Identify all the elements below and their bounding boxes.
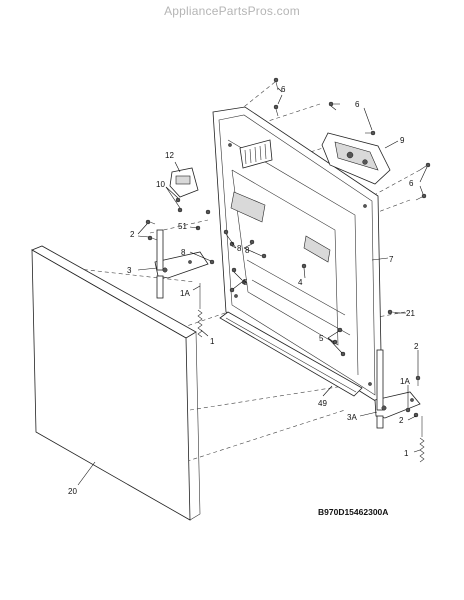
callout-2: 2: [414, 342, 419, 351]
screw-icon: [365, 130, 376, 136]
callout-1: 1: [210, 337, 215, 346]
screw-icon: [415, 375, 421, 386]
screw-icon: [273, 104, 279, 117]
screw-icon: [415, 193, 427, 201]
screw-icon: [405, 407, 411, 413]
left-hinge: [154, 229, 209, 299]
callout-8: 8: [237, 244, 242, 253]
screw-icon: [273, 77, 279, 91]
callout-1a: 1A: [180, 289, 190, 298]
callout-8: 8: [181, 248, 186, 257]
callout-3: 3: [127, 266, 132, 275]
callout-1a: 1A: [400, 377, 410, 386]
screw-icon: [387, 309, 401, 315]
left-spring: [197, 283, 203, 338]
callout-9: 9: [400, 136, 405, 145]
screw-icon: [205, 209, 211, 215]
diagram-code: B970D15462300A: [318, 507, 389, 517]
callout-5: 5: [243, 278, 248, 287]
callout-20: 20: [68, 487, 77, 496]
right-spring: [419, 416, 425, 463]
door-latch: [169, 161, 199, 198]
screw-icon: [231, 267, 237, 273]
callout-leaders: [77, 87, 428, 486]
screw-icon: [419, 162, 431, 171]
right-hinge: [374, 349, 421, 429]
callout-1: 1: [404, 449, 409, 458]
callout-6: 6: [355, 100, 360, 109]
detergent-dispenser: [321, 132, 391, 185]
screw-icon: [249, 239, 255, 245]
callout-8: 8: [245, 246, 250, 255]
callout-labels: 6 6 9 6 12 10 2 51 8 8 8 3 5 4 7 1A 21 1…: [68, 85, 419, 496]
screw-icon: [261, 253, 267, 259]
callout-49: 49: [318, 399, 327, 408]
callout-4: 4: [298, 278, 303, 287]
callout-6: 6: [281, 85, 286, 94]
watermark: AppliancePartsPros.com: [164, 4, 300, 18]
callout-10: 10: [156, 180, 165, 189]
screw-icon: [147, 235, 158, 241]
bottom-trim-strip: [219, 311, 363, 397]
callout-21: 21: [406, 309, 415, 318]
screw-icon: [328, 101, 340, 107]
screw-icon: [175, 197, 181, 203]
vent-grille: [239, 139, 273, 169]
screw-icon: [301, 263, 307, 269]
screw-icon: [223, 229, 229, 235]
callout-51: 51: [178, 222, 187, 231]
callout-2: 2: [399, 416, 404, 425]
outer-door-panel: [31, 245, 201, 521]
callout-12: 12: [165, 151, 174, 160]
screw-icon: [177, 207, 183, 213]
screw-icon: [413, 412, 419, 418]
callout-6: 6: [409, 179, 414, 188]
callout-5: 5: [319, 334, 324, 343]
callout-3a: 3A: [347, 413, 357, 422]
callout-2: 2: [130, 230, 135, 239]
screw-icon: [145, 219, 156, 225]
screw-icon: [332, 339, 338, 345]
callout-7: 7: [389, 255, 394, 264]
